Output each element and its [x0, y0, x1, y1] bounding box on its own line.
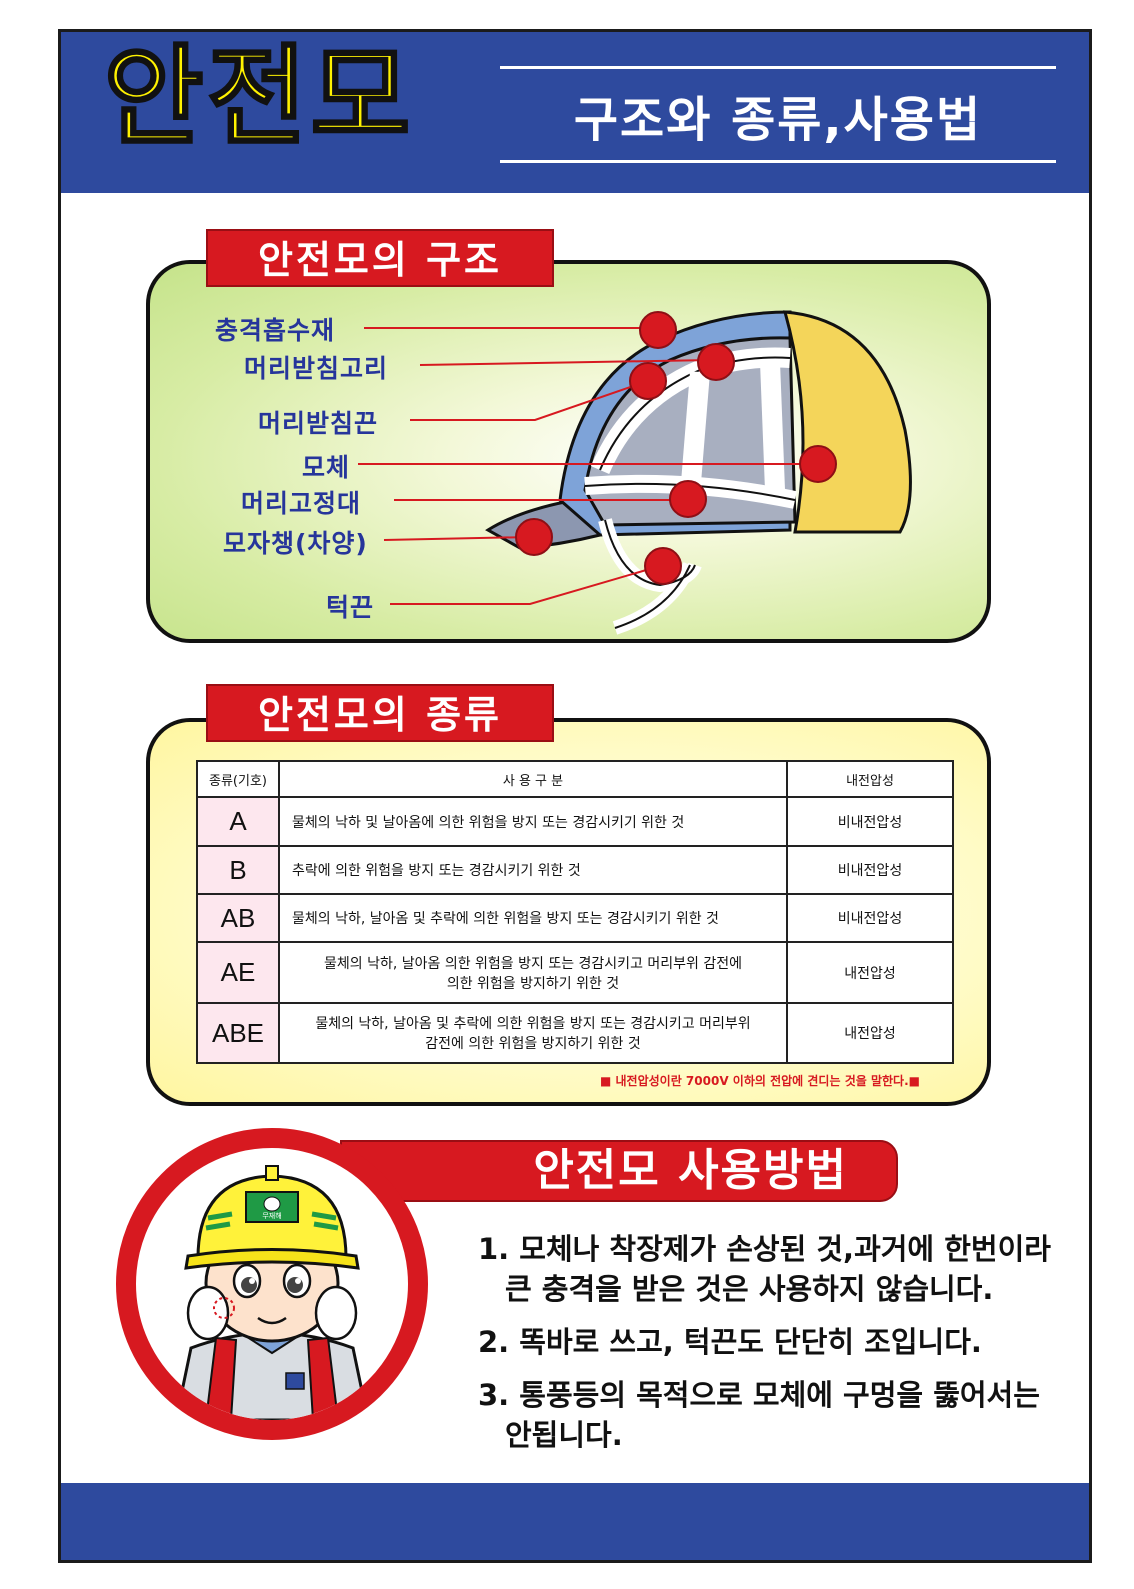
kind-resistance: 비내전압성: [786, 845, 954, 895]
head-strap-vertical-2: [760, 361, 785, 491]
kind-use-text: 물체의 낙하, 날아옴 및 추락에 의한 위험을 방지 또는 경감시키기 위한 …: [292, 911, 719, 927]
column-header-resistance: 내전압성: [786, 760, 954, 798]
footer-band: [61, 1483, 1089, 1560]
table-header-row: 종류(기호) 사 용 구 분 내전압성: [196, 760, 954, 798]
kind-use-text: 추락에 의한 위험을 방지 또는 경감시키기 위한 것: [292, 863, 581, 879]
kind-symbol: B: [196, 845, 280, 895]
worker-helmet-ridge: [265, 1165, 279, 1181]
kind-use: 물체의 낙하, 날아옴 및 추락에 의한 위험을 방지 또는 경감시키기 위한 …: [278, 893, 788, 943]
helmet-stripe-left: [205, 1211, 233, 1231]
leader-lines: [358, 327, 815, 605]
kind-symbol: A: [196, 796, 280, 847]
table-row: B 추락에 의한 위험을 방지 또는 경감시키기 위한 것 비내전압성: [196, 845, 954, 895]
worker-mouth: [257, 1316, 287, 1325]
helmet-badge-emblem: [263, 1196, 281, 1212]
poster-title: 안전모: [102, 35, 415, 160]
worker-pupil-right: [287, 1277, 303, 1293]
helmet-structure-diagram: [358, 310, 912, 635]
chin-strap-check-circle: [213, 1297, 235, 1319]
helmet-badge-text: 무재해: [262, 1211, 281, 1220]
kind-use-line1: 물체의 낙하, 날아옴 및 추락에 의한 위험을 방지 또는 경감시키고 머리부…: [315, 1016, 751, 1032]
header-band: [61, 32, 1089, 193]
table-row: ABE 물체의 낙하, 날아옴 및 추락에 의한 위험을 방지 또는 경감시키고…: [196, 1002, 954, 1064]
worker-hand-left: [186, 1285, 230, 1341]
part-label-headband: 머리고정대: [241, 489, 362, 518]
worker-vest-left: [204, 1336, 238, 1420]
kind-symbol: AB: [196, 893, 280, 943]
part-label-shock-absorber: 충격흡수재: [215, 316, 336, 345]
kind-use: 물체의 낙하 및 날아옴에 의한 위험을 방지 또는 경감시키기 위한 것: [278, 796, 788, 847]
helmet-kinds-table: 종류(기호) 사 용 구 분 내전압성 A 물체의 낙하 및 날아옴에 의한 위…: [196, 760, 954, 1064]
kind-resistance: 내전압성: [786, 1002, 954, 1064]
marker-headband: [669, 480, 707, 518]
marker-head-strap: [629, 362, 667, 400]
usage-item-2: 2. 똑바로 쓰고, 턱끈도 단단히 조입니다.: [478, 1325, 982, 1359]
helmet-stripe-right: [311, 1211, 339, 1231]
usage-item-3: 3. 통풍등의 목적으로 모체에 구멍을 뚫어서는: [478, 1378, 1040, 1412]
usage-item-3-cont: 안됩니다.: [505, 1418, 623, 1452]
part-label-head-strap: 머리받침끈: [258, 409, 379, 438]
worker-eye-highlight-right: [295, 1278, 301, 1284]
part-label-shell: 모체: [302, 453, 351, 482]
insulation-note: ■ 내전압성이란 7000V 이하의 전압에 견디는 것을 말한다.■: [600, 1074, 920, 1088]
chin-strap-outline: [604, 519, 696, 629]
marker-brim: [515, 518, 553, 556]
kind-use-line2: 의한 위험을 방지하기 위한 것: [446, 975, 620, 992]
usage-item-1: 1. 모체나 착장제가 손상된 것,과거에 한번이라: [478, 1232, 1051, 1266]
kinds-heading: 안전모의 종류: [206, 684, 554, 742]
worker-illustration: 무재해: [174, 1165, 370, 1420]
usage-heading-bar: [340, 1140, 898, 1202]
table-row: AB 물체의 낙하, 날아옴 및 추락에 의한 위험을 방지 또는 경감시키기 …: [196, 893, 954, 943]
marker-shock-absorber: [639, 311, 677, 349]
column-header-use: 사 용 구 분: [278, 760, 788, 798]
usage-heading: 안전모 사용방법: [533, 1145, 848, 1196]
kind-use: 물체의 낙하, 날아옴 및 추락에 의한 위험을 방지 또는 경감시키고 머리부…: [278, 1002, 788, 1064]
structure-heading: 안전모의 구조: [206, 229, 554, 287]
worker-pupil-left: [241, 1277, 257, 1293]
usage-item-1-cont: 큰 충격을 받은 것은 사용하지 않습니다.: [505, 1272, 994, 1306]
part-label-chin-strap: 턱끈: [326, 593, 375, 622]
worker-helmet-brim: [184, 1248, 360, 1270]
kind-use-line1: 물체의 낙하, 날아옴 의한 위험을 방지 또는 경감시키고 머리부위 감전에: [323, 955, 743, 972]
kind-resistance: 비내전압성: [786, 893, 954, 943]
worker-pocket: [285, 1372, 305, 1390]
worker-hand-right: [314, 1285, 358, 1341]
table-row: AE 물체의 낙하, 날아옴 의한 위험을 방지 또는 경감시키고 머리부위 감…: [196, 941, 954, 1004]
kind-symbol: AE: [196, 941, 280, 1004]
kind-use: 물체의 낙하, 날아옴 의한 위험을 방지 또는 경감시키고 머리부위 감전에 …: [278, 941, 788, 1004]
marker-chin-strap: [644, 547, 682, 585]
head-strap-vertical: [680, 371, 710, 496]
table-row: A 물체의 낙하 및 날아옴에 의한 위험을 방지 또는 경감시키기 위한 것 …: [196, 796, 954, 847]
worker-eye-highlight-left: [249, 1278, 255, 1284]
kind-use-text: 물체의 낙하 및 날아옴에 의한 위험을 방지 또는 경감시키기 위한 것: [292, 814, 685, 831]
part-label-headband-ring: 머리받침고리: [244, 354, 389, 383]
subtitle-top-rule: [500, 66, 1056, 69]
kind-resistance: 내전압성: [786, 941, 954, 1004]
part-label-brim: 모자챙(차양): [223, 529, 368, 558]
kind-use: 추락에 의한 위험을 방지 또는 경감시키기 위한 것: [278, 845, 788, 895]
helmet-shell-body: [782, 310, 912, 534]
kind-symbol: ABE: [196, 1002, 280, 1064]
marker-headband-ring: [697, 343, 735, 381]
marker-shell: [799, 445, 837, 483]
worker-vest-right: [306, 1336, 340, 1420]
poster-subtitle: 구조와 종류,사용법: [573, 92, 983, 148]
kind-resistance: 비내전압성: [786, 796, 954, 847]
kind-use-line2: 감전에 의한 위험을 방지하기 위한 것: [425, 1036, 641, 1052]
subtitle-bottom-rule: [500, 160, 1056, 163]
column-header-symbol: 종류(기호): [196, 760, 280, 798]
